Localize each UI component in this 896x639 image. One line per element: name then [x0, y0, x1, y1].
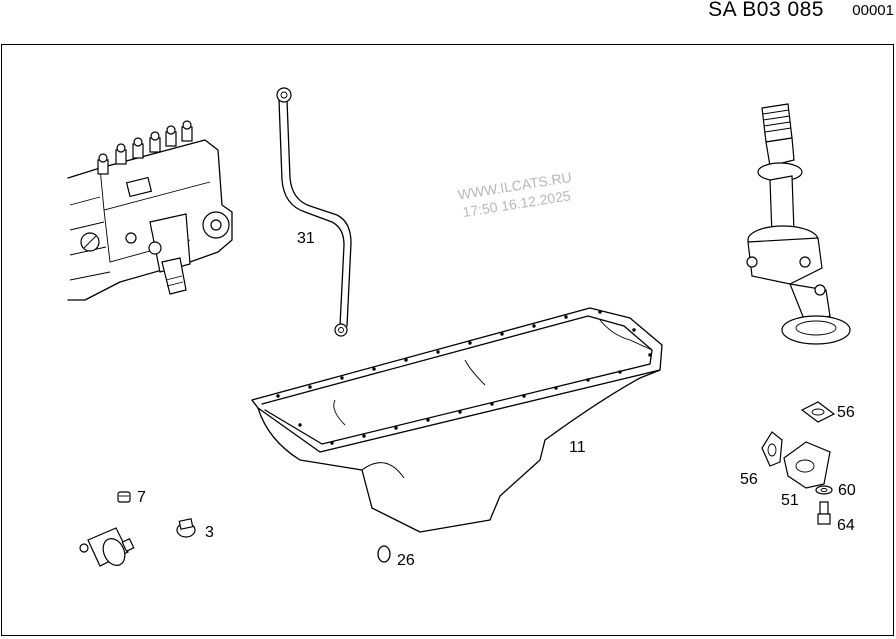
injection-pump-illustration [67, 120, 233, 301]
gasket-56-left [761, 431, 783, 467]
diagram-code: SA B03 085 [708, 0, 824, 21]
washer-60 [815, 485, 833, 495]
oil-pressure-switch-illustration [79, 527, 135, 567]
drain-screw-3 [176, 518, 196, 538]
callout-3: 3 [205, 524, 214, 541]
oil-pump-illustration [746, 103, 851, 345]
callout-51: 51 [781, 492, 799, 509]
pan-bolt-holes [276, 310, 652, 445]
callout-60: 60 [838, 482, 856, 499]
diagram-frame [1, 44, 894, 636]
plug-7 [117, 491, 131, 503]
callout-31: 31 [297, 230, 315, 247]
oil-pipe-illustration [276, 87, 352, 337]
watermark: WWW.ILCATS.RU 17:50 16.12.2025 [457, 169, 573, 220]
callout-26: 26 [397, 552, 415, 569]
oil-pan-illustration [251, 307, 663, 533]
callout-56-left: 56 [740, 471, 758, 488]
elbow-51 [783, 441, 831, 489]
callout-64: 64 [837, 517, 855, 534]
page-number: 00001 [852, 2, 894, 19]
callout-7: 7 [137, 489, 146, 506]
gasket-56-upper [800, 401, 836, 423]
callout-11: 11 [569, 439, 586, 456]
o-ring-26 [377, 545, 391, 563]
delivery-valve-group [97, 120, 193, 175]
bolt-64 [817, 501, 831, 525]
callout-56-upper: 56 [837, 404, 855, 421]
